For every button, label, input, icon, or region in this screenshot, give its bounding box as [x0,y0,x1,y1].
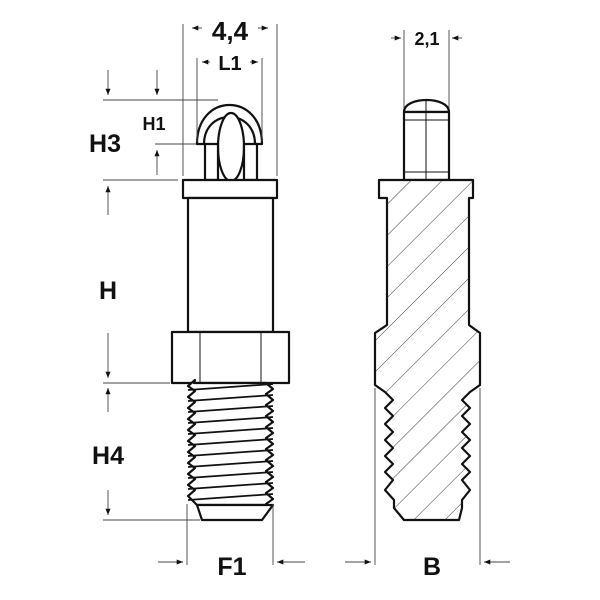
dim-label-pin-width: 2,1 [414,29,439,49]
clip-slot [216,111,246,183]
thread-crest [187,427,274,435]
thread-crest [187,438,274,446]
thread-crest [187,394,274,402]
thread-crest [187,383,274,391]
side-view [170,104,291,522]
thread-crest [187,449,274,457]
clip-leg-right [242,142,259,182]
section-view [373,99,482,522]
dim-label-l1: L1 [218,53,241,75]
dim-label-f1: F1 [217,553,246,581]
clip-leg-left [203,142,220,182]
dim-label-h: H [99,277,117,305]
thread [186,378,275,507]
hex-nut [170,330,291,385]
thread-crest [187,471,274,479]
dim-label-width-total: 4,4 [212,16,249,46]
flange [181,178,279,200]
section-hatching [375,180,480,520]
thread-crest [187,493,274,501]
clip-arch [195,104,264,146]
dimensions [103,24,510,565]
thread-tip [195,503,275,522]
thread-crest [187,405,274,413]
dim-label-h1: H1 [142,114,165,134]
dim-label-h3: H3 [89,130,121,158]
thread-crest [187,416,274,424]
thread-crest [187,482,274,490]
dim-label-h4: H4 [92,442,124,470]
thread-crest [187,460,274,468]
shaft [186,196,275,334]
dim-label-b: B [423,553,441,581]
